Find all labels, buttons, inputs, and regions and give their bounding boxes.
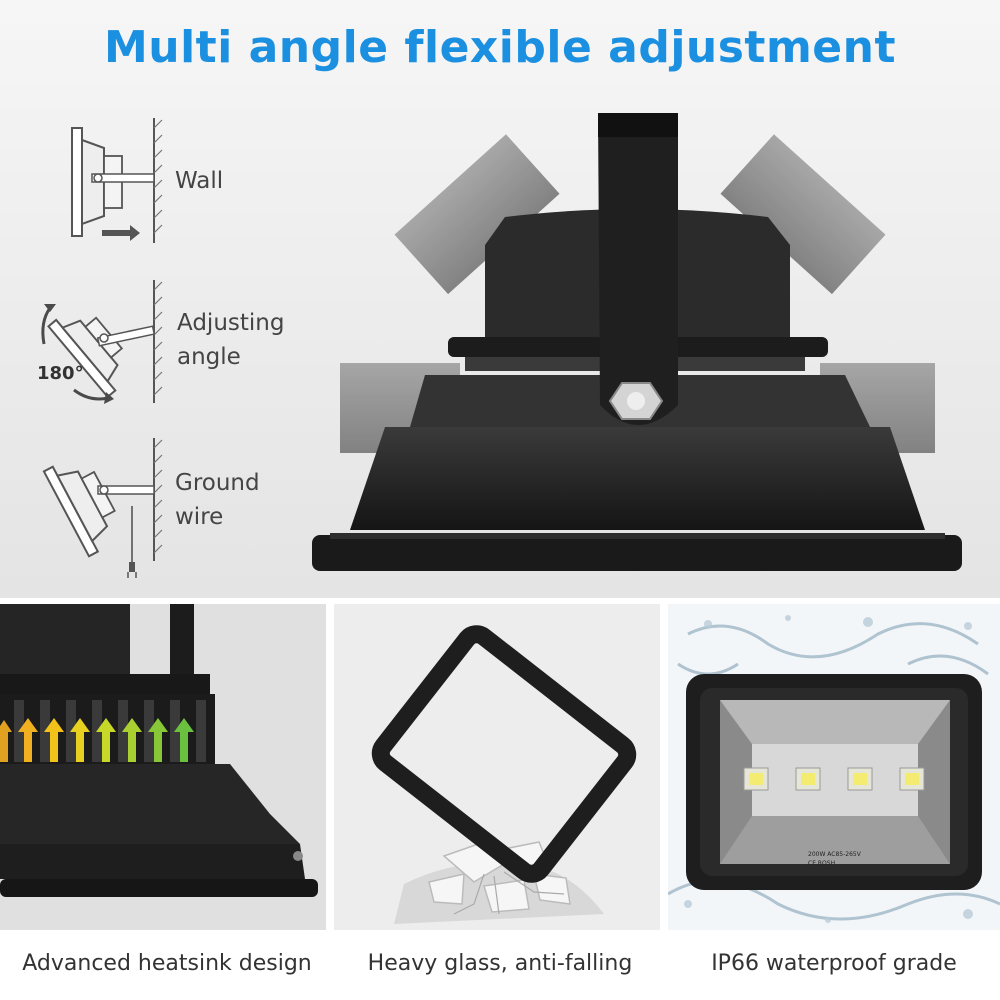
ground-wire-icon	[42, 438, 163, 578]
product-label-line1: 200W AC85-265V	[808, 851, 861, 858]
adjusting-angle-icon	[41, 280, 163, 404]
wall-mount-icon	[71, 118, 163, 243]
product-label-line2: CE ROSH	[808, 860, 836, 867]
angle-label: 180°	[37, 363, 84, 384]
wall-label: Wall	[175, 168, 224, 194]
glass-caption: Heavy glass, anti-falling	[367, 951, 633, 976]
glass-image	[334, 604, 660, 930]
heatsink-caption: Advanced heatsink design	[22, 951, 312, 976]
waterproof-caption: IP66 waterproof grade	[711, 951, 957, 976]
heatsink-panel	[0, 604, 326, 930]
waterproof-image	[668, 604, 1000, 930]
page-title: Multi angle flexible adjustment	[103, 22, 896, 73]
heatsink-image	[0, 604, 326, 930]
product-label: 200W AC85-265V CE ROSH	[808, 850, 898, 868]
flood-light-illustration	[312, 113, 962, 571]
waterproof-panel: 200W AC85-265V CE ROSH	[668, 604, 1000, 930]
glass-panel	[334, 604, 660, 930]
ground-wire-label: Ground wire	[175, 470, 260, 530]
adjusting-angle-label: Adjusting angle	[177, 310, 285, 370]
